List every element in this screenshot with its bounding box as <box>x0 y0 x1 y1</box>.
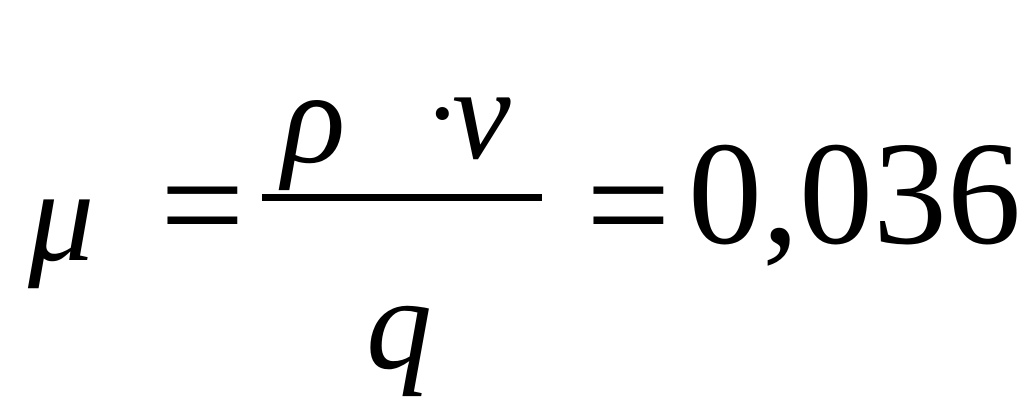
result-value: 0,036 <box>688 112 1021 276</box>
nu-symbol: ν <box>452 40 511 187</box>
mu-symbol: μ <box>28 142 95 289</box>
q-symbol: q <box>366 250 432 397</box>
multiplication-dot: · <box>424 52 461 174</box>
equals-sign-2: = <box>586 122 671 288</box>
fraction-bar <box>262 194 542 201</box>
rho-symbol: ρ <box>282 44 346 191</box>
equals-sign-1: = <box>160 122 245 288</box>
